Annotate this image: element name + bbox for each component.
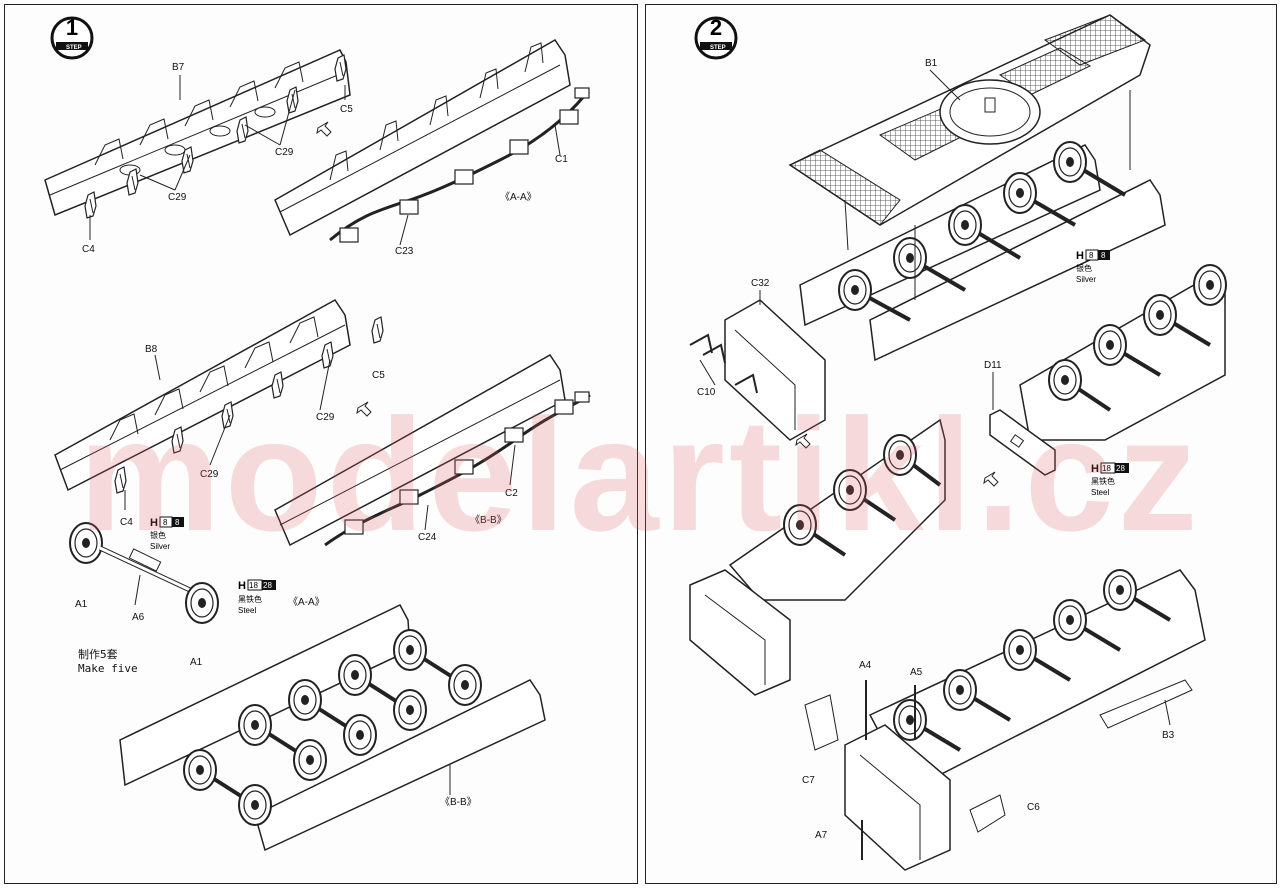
svg-text:Silver: Silver — [150, 542, 170, 551]
frame-b8 — [54, 299, 384, 510]
label-c29-upper-b: C29 — [168, 192, 187, 203]
label-c4-middle: C4 — [120, 517, 133, 528]
label-c6: C6 — [1027, 802, 1040, 813]
label-c1: C1 — [555, 154, 568, 165]
label-c23: C23 — [395, 246, 414, 257]
arrow-icon — [795, 433, 811, 449]
svg-text:8: 8 — [1089, 251, 1094, 260]
svg-text:黑铁色: 黑铁色 — [1091, 476, 1115, 486]
step2-number: 2 — [710, 15, 722, 40]
arrow-icon — [983, 471, 999, 487]
paint-callout-steel-step1: H 18 28 黑铁色 Steel — [238, 579, 276, 615]
label-view-b-b-lower: 《B-B》 — [440, 796, 477, 808]
label-a1-right: A1 — [190, 657, 203, 668]
label-c29-upper-a: C29 — [275, 147, 294, 158]
label-c29-middle-b: C29 — [200, 469, 219, 480]
label-c5-middle: C5 — [372, 370, 385, 381]
chassis-assembled-step1 — [119, 604, 546, 852]
label-b1: B1 — [925, 58, 938, 69]
label-b8: B8 — [145, 344, 158, 355]
svg-text:H: H — [238, 580, 246, 592]
make-note-en: Make five — [78, 662, 138, 675]
svg-text:Silver: Silver — [1076, 275, 1096, 284]
svg-text:28: 28 — [263, 581, 272, 590]
label-a5: A5 — [910, 667, 923, 678]
step2-badge: 2 STEP — [694, 15, 738, 60]
svg-text:银色: 银色 — [1076, 263, 1092, 273]
step1-number: 1 — [66, 15, 78, 40]
label-d11: D11 — [984, 360, 1002, 371]
paint-callout-steel-step2: H 18 28 黑铁色 Steel — [1091, 462, 1129, 497]
svg-text:H: H — [1091, 463, 1099, 475]
svg-text:8: 8 — [175, 518, 180, 527]
label-a7: A7 — [815, 830, 828, 841]
frame-a-a — [274, 39, 590, 246]
label-c10: C10 — [697, 387, 716, 398]
label-c24: C24 — [418, 532, 437, 543]
label-a1-left: A1 — [75, 599, 88, 610]
svg-text:银色: 银色 — [150, 530, 166, 540]
chassis-step2-lower — [804, 569, 1206, 871]
label-c29-middle-a: C29 — [316, 412, 335, 423]
svg-text:H: H — [1076, 250, 1084, 262]
svg-text:8: 8 — [163, 518, 168, 527]
frame-b-b — [274, 354, 591, 547]
step2-word: STEP — [710, 45, 726, 51]
svg-text:黑铁色: 黑铁色 — [238, 594, 262, 604]
svg-text:Steel: Steel — [238, 606, 256, 615]
label-c7: C7 — [802, 775, 815, 786]
step1-badge: 1 STEP — [50, 15, 94, 60]
label-b7: B7 — [172, 62, 185, 73]
arrow-icon — [356, 401, 372, 417]
svg-text:18: 18 — [1102, 464, 1111, 473]
label-view-a-a-upper: 《A-A》 — [500, 191, 537, 203]
label-view-a-a-lower: 《A-A》 — [288, 596, 325, 608]
label-c4-upper: C4 — [82, 244, 95, 255]
end-frame-c32 — [689, 290, 826, 441]
svg-text:8: 8 — [1101, 251, 1106, 260]
paint-callout-silver-step1: H 8 8 银色 Silver — [150, 516, 184, 551]
chassis-step2-top — [799, 90, 1166, 362]
svg-text:18: 18 — [249, 581, 258, 590]
label-c5-upper: C5 — [340, 104, 353, 115]
step1-word: STEP — [66, 45, 82, 51]
arrow-icon — [316, 121, 332, 137]
chassis-step2-middle-right — [989, 264, 1227, 476]
deck-b1 — [788, 14, 1151, 226]
label-c32: C32 — [751, 278, 770, 289]
svg-text:Steel: Steel — [1091, 488, 1109, 497]
chassis-step2-middle-left — [689, 418, 946, 696]
label-b3: B3 — [1162, 730, 1175, 741]
frame-b7 — [44, 49, 351, 240]
svg-text:28: 28 — [1116, 464, 1125, 473]
svg-text:H: H — [150, 517, 158, 529]
label-a4: A4 — [859, 660, 872, 671]
make-note-cn: 制作5套 — [78, 648, 118, 661]
wheelset-exploded — [69, 522, 219, 624]
paint-callout-silver-step2: H 8 8 银色 Silver — [1076, 249, 1110, 284]
label-view-b-b-upper: 《B-B》 — [470, 514, 507, 526]
label-a6: A6 — [132, 612, 145, 623]
label-c2: C2 — [505, 488, 518, 499]
